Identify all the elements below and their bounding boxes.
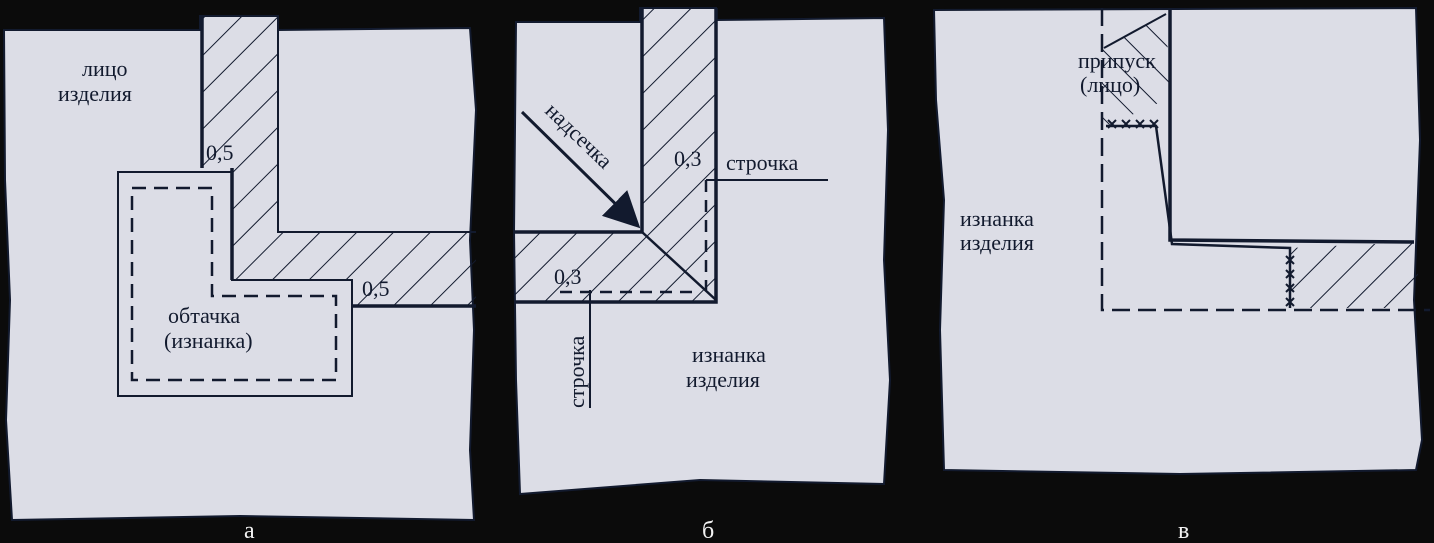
panel-a-facing-label-2: (изнанка)	[164, 328, 253, 353]
panel-c-cross-stitches-top	[1107, 119, 1159, 129]
panel-a-allowance-edge	[277, 16, 476, 233]
panel-b-notch-arrow	[520, 110, 641, 229]
panel-a-allowance-right: 0,5	[362, 276, 390, 301]
panel-c-cross-stitches-side	[1285, 255, 1295, 307]
panel-c-reverse-label-2: изделия	[960, 230, 1034, 255]
panel-b-stitch-top: строчка	[726, 150, 798, 175]
panel-c-allowance-label-1: припуск	[1078, 48, 1156, 73]
panel-a-hatched-allowance	[202, 16, 476, 306]
panel-c-allowance-outline	[1100, 8, 1430, 312]
panel-c-garment-edge	[1168, 8, 1415, 244]
panel-b-reverse-label-2: изделия	[686, 367, 760, 392]
panel-b-caption: б	[702, 518, 714, 543]
panel-a-allowance-top: 0,5	[206, 140, 234, 165]
panel-b: надсечка 0,3 строчка 0,3 строчка изнанка…	[512, 7, 892, 496]
panel-c: припуск (лицо) изнанка изделия	[932, 6, 1430, 476]
panel-a-garment-edge	[200, 16, 476, 308]
panel-b-hatched-vertical	[642, 8, 716, 302]
panel-c-hatched-bottom	[1290, 242, 1420, 308]
panel-c-hatched-top	[1102, 14, 1170, 128]
panel-b-allowance-top: 0,3	[674, 146, 702, 171]
panel-a-stitch-line	[130, 186, 338, 382]
panel-b-allowance-left: 0,3	[554, 264, 582, 289]
panel-b-reverse-label-1: изнанка	[692, 342, 766, 367]
panel-a-facing-label-1: обтачка	[168, 303, 240, 328]
panel-c-reverse-label-1: изнанка	[960, 206, 1034, 231]
panel-b-stitch-vertical-label: строчка	[564, 336, 589, 408]
panel-b-notch-diagonal	[641, 231, 717, 301]
panel-a-face-label-2: изделия	[58, 81, 132, 106]
panel-a-caption: а	[244, 518, 255, 543]
panel-c-allowance-label-2: (лицо)	[1080, 72, 1140, 97]
panel-a: лицо изделия 0,5 0,5 обтачка (изнанка)	[2, 15, 478, 522]
panel-b-hatched-horizontal	[514, 232, 716, 302]
panel-c-caption: в	[1178, 518, 1189, 543]
panel-c-top-diagonal	[1103, 13, 1167, 49]
panel-a-face-label-1: лицо	[82, 56, 128, 81]
